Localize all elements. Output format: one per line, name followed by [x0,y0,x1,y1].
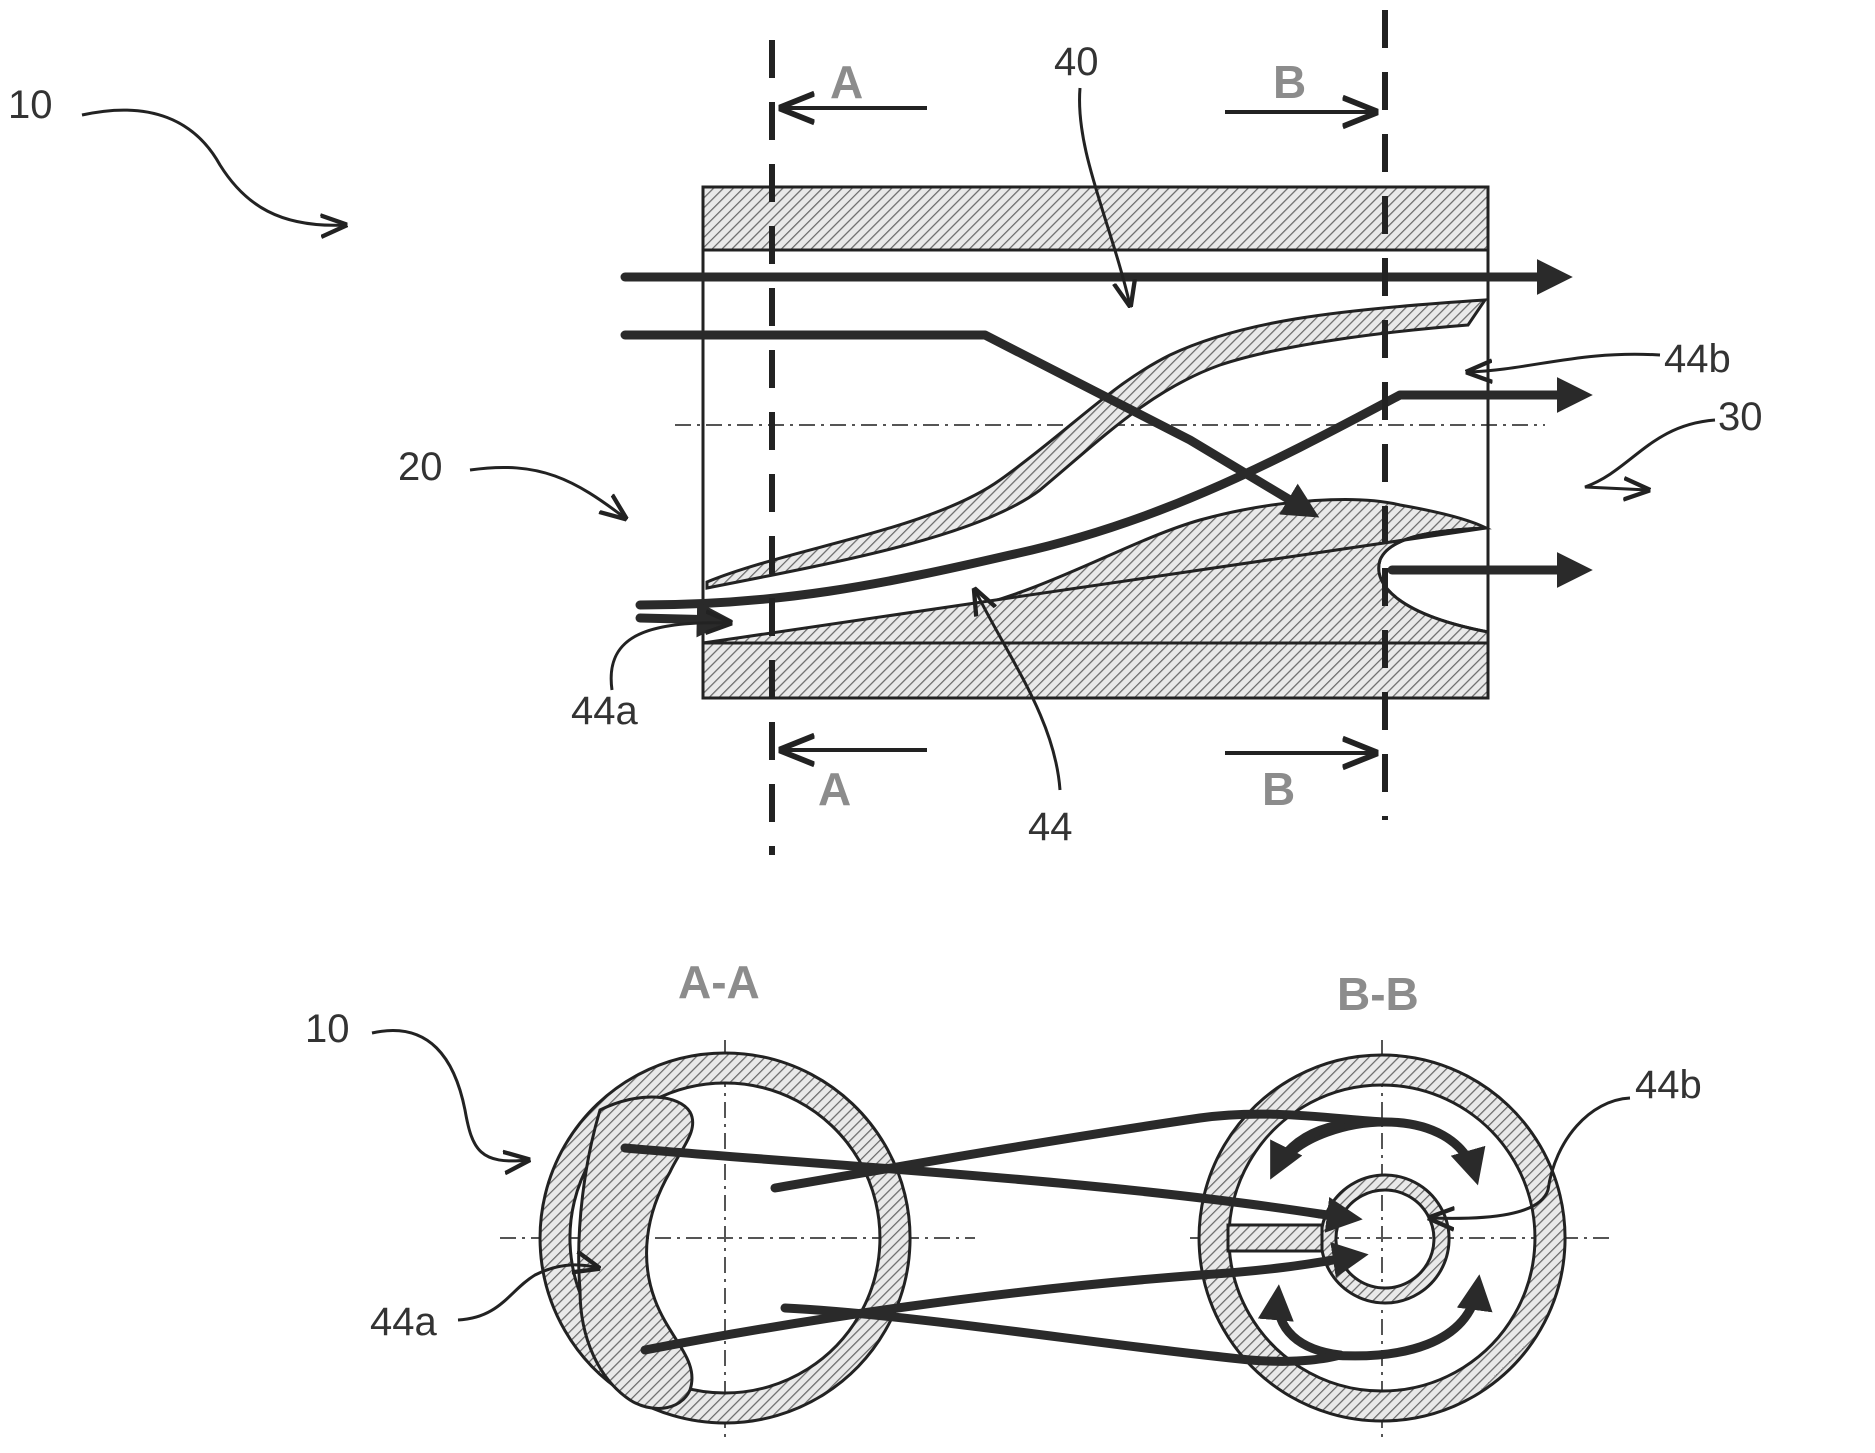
section-b-bottom-label: B [1262,763,1295,815]
label-44: 44 [1028,805,1073,849]
cross-flow-3-head [1345,1256,1358,1258]
leader-30 [1585,420,1715,490]
swirl-arrow-lower-left [1278,1295,1340,1355]
swirl-arrow-upper [1280,1122,1475,1175]
cross-flow-1-head [1320,1214,1352,1218]
cross-sections: A-A B-B 10 44a 44b [305,956,1702,1440]
view-label-bb: B-B [1337,968,1419,1020]
leader-10-top [82,110,345,225]
top-wall [703,187,1488,250]
strut [1228,1225,1322,1251]
label-30: 30 [1718,395,1763,439]
section-a-bottom-label: A [818,763,851,815]
flow-guide-44-base [703,528,1488,643]
label-20: 20 [398,445,443,489]
leader-44b-top [1468,354,1660,372]
label-44a-top: 44a [571,689,638,733]
section-b-top-label: B [1273,56,1306,108]
section-aa-view [500,1040,975,1440]
leader-20 [470,467,625,518]
label-10-bottom: 10 [305,1007,350,1051]
flow-line-inlet [640,618,722,620]
crescent-44a [579,1097,693,1408]
label-44b-bottom: 44b [1635,1063,1702,1107]
longitudinal-section: A A B B 10 20 30 40 44 44a 44b [8,10,1763,855]
label-40: 40 [1054,40,1099,84]
bottom-wall [703,643,1488,698]
label-10-top: 10 [8,83,53,127]
label-44a-bottom: 44a [370,1300,437,1344]
section-bb-view [1190,1040,1615,1440]
section-a-top-label: A [830,56,863,108]
label-44b-top: 44b [1664,337,1731,381]
view-label-aa: A-A [678,956,760,1008]
leader-10-bottom [372,1031,528,1161]
